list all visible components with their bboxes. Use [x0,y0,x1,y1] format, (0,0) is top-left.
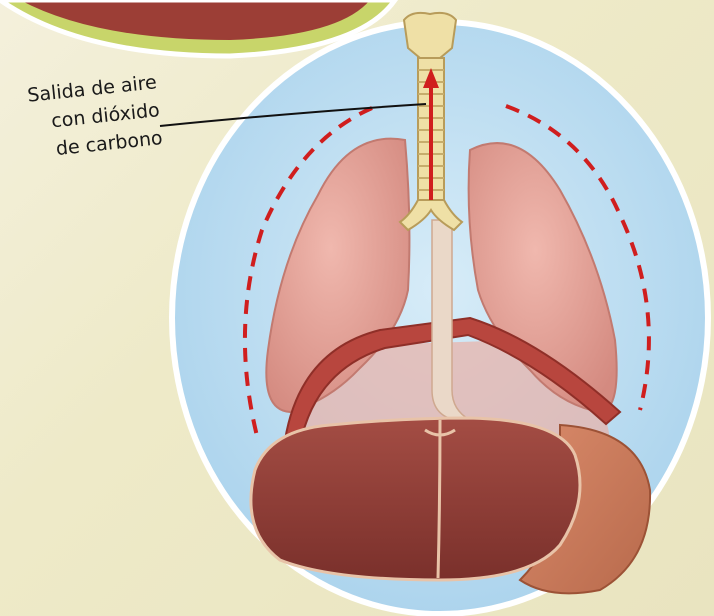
liver [251,418,580,580]
callout-label: Salida de aire con dióxido de carbono [6,68,164,167]
